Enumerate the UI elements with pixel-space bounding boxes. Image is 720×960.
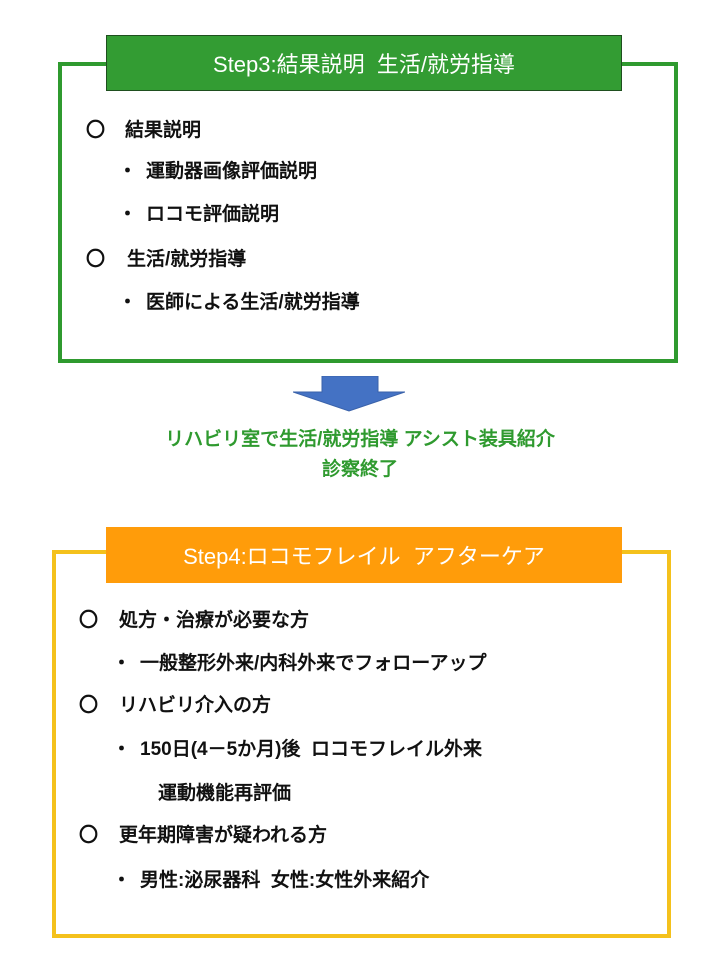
circle-marker: 〇 bbox=[79, 610, 99, 631]
step4-subitem: 男性:泌尿器科 女性:女性外来紹介 bbox=[140, 870, 430, 891]
bullet-marker: ・ bbox=[112, 653, 132, 674]
step3-item: 生活/就労指導 bbox=[127, 249, 247, 270]
step4-subitem-continued: 運動機能再評価 bbox=[158, 783, 292, 804]
bullet-marker: ・ bbox=[118, 161, 138, 182]
bullet-marker: ・ bbox=[112, 870, 132, 891]
circle-marker: 〇 bbox=[79, 695, 99, 716]
step3-title: Step3:結果説明 生活/就労指導 bbox=[106, 35, 622, 91]
step4-item: 更年期障害が疑われる方 bbox=[119, 825, 328, 846]
bullet-marker: ・ bbox=[112, 739, 132, 760]
step3-item: 結果説明 bbox=[125, 120, 202, 141]
step3-subitem: ロコモ評価説明 bbox=[146, 204, 280, 225]
step4-subitem: 150日(4－5か月)後 ロコモフレイル外来 bbox=[140, 739, 483, 760]
bullet-marker: ・ bbox=[118, 204, 138, 225]
step4-title: Step4:ロコモフレイル アフターケア bbox=[106, 527, 622, 583]
transition-note-end: 診察終了 bbox=[321, 459, 398, 480]
step3-subitem: 医師による生活/就労指導 bbox=[146, 292, 360, 313]
step3-subitem: 運動器画像評価説明 bbox=[146, 161, 318, 182]
step4-item: 処方・治療が必要な方 bbox=[119, 610, 310, 631]
circle-marker: 〇 bbox=[79, 825, 99, 846]
circle-marker: 〇 bbox=[86, 249, 106, 270]
down-arrow-icon bbox=[293, 376, 405, 412]
transition-note: リハビリ室で生活/就労指導 アシスト装具紹介 bbox=[165, 429, 555, 450]
step4-item: リハビリ介入の方 bbox=[119, 695, 272, 716]
bullet-marker: ・ bbox=[118, 292, 138, 313]
step4-subitem: 一般整形外来/内科外来でフォローアップ bbox=[140, 653, 487, 674]
circle-marker: 〇 bbox=[86, 120, 106, 141]
